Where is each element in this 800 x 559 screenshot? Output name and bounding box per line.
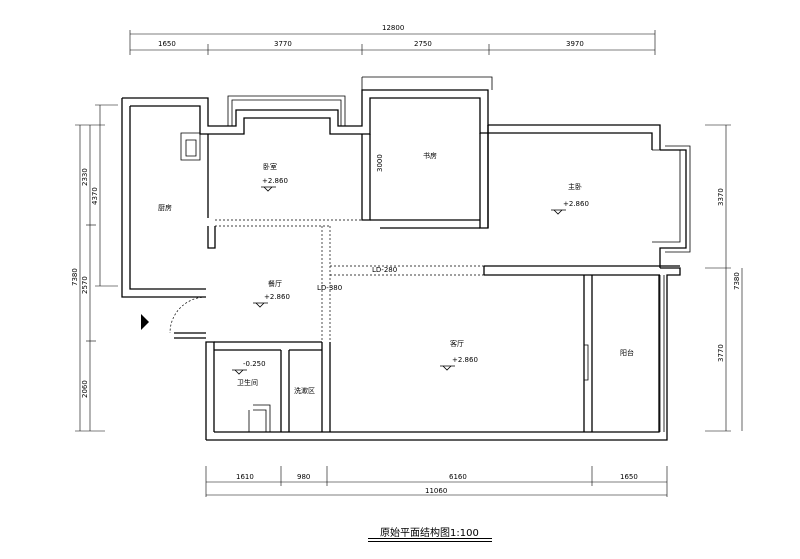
level-master-bedroom: +2.860 (563, 200, 589, 208)
level-dining: +2.860 (264, 293, 290, 301)
dim-left-outer: 4370 (91, 187, 99, 205)
dim-study-width: 3000 (376, 154, 384, 172)
entrance-arrow-icon (141, 314, 149, 330)
room-living: 客厅 (450, 339, 464, 348)
dim-bottom-1: 1610 (236, 473, 254, 481)
level-bedroom-secondary: +2.860 (262, 177, 288, 185)
bottom-dimensions: 1610 980 6160 1650 11060 (205, 466, 668, 497)
top-dimensions: 12800 1650 3770 2750 3970 (129, 24, 656, 55)
beam-horizontal: LD-280 (372, 266, 397, 274)
dim-top-4: 3970 (566, 40, 584, 48)
room-bedroom-secondary: 卧室 (263, 162, 277, 171)
title-underline (368, 538, 492, 539)
right-dimensions: 3370 3770 7380 (705, 124, 743, 432)
beam-vertical: LD-380 (317, 284, 342, 292)
dim-right-2: 3770 (717, 344, 725, 362)
room-dining: 餐厅 (268, 279, 282, 288)
dim-top-1: 1650 (158, 40, 176, 48)
room-bathroom: 卫生间 (237, 378, 258, 387)
dim-bottom-2: 980 (297, 473, 310, 481)
dim-top-3: 2750 (414, 40, 432, 48)
dim-left-inner-2: 2570 (81, 276, 89, 294)
walls (121, 76, 691, 441)
dim-bottom-4: 1650 (620, 473, 638, 481)
dim-left-total: 7380 (71, 268, 79, 286)
dim-top-2: 3770 (274, 40, 292, 48)
room-laundry: 洗漱区 (294, 386, 315, 395)
dim-bottom-3: 6160 (449, 473, 467, 481)
dim-right-1: 3370 (717, 188, 725, 206)
level-markers (232, 186, 566, 375)
dim-right-outer: 7380 (733, 272, 741, 290)
room-balcony: 阳台 (620, 348, 634, 357)
level-living: +2.860 (452, 356, 478, 364)
left-dimensions: 7380 4370 2330 2570 2060 (71, 104, 118, 432)
dim-left-inner-3: 2060 (81, 380, 89, 398)
title-underline-2 (368, 541, 492, 542)
plan-title: 原始平面结构图1:100 (380, 528, 479, 539)
room-kitchen: 厨房 (158, 203, 172, 212)
dim-bottom-total: 11060 (425, 487, 447, 495)
dim-left-inner-1: 2330 (81, 168, 89, 186)
room-master-bedroom: 主卧 (568, 182, 582, 191)
dim-top-total: 12800 (382, 24, 404, 32)
entrance-door-swing (169, 296, 207, 334)
level-bathroom: -0.250 (243, 360, 266, 368)
room-study: 书房 (423, 151, 437, 160)
